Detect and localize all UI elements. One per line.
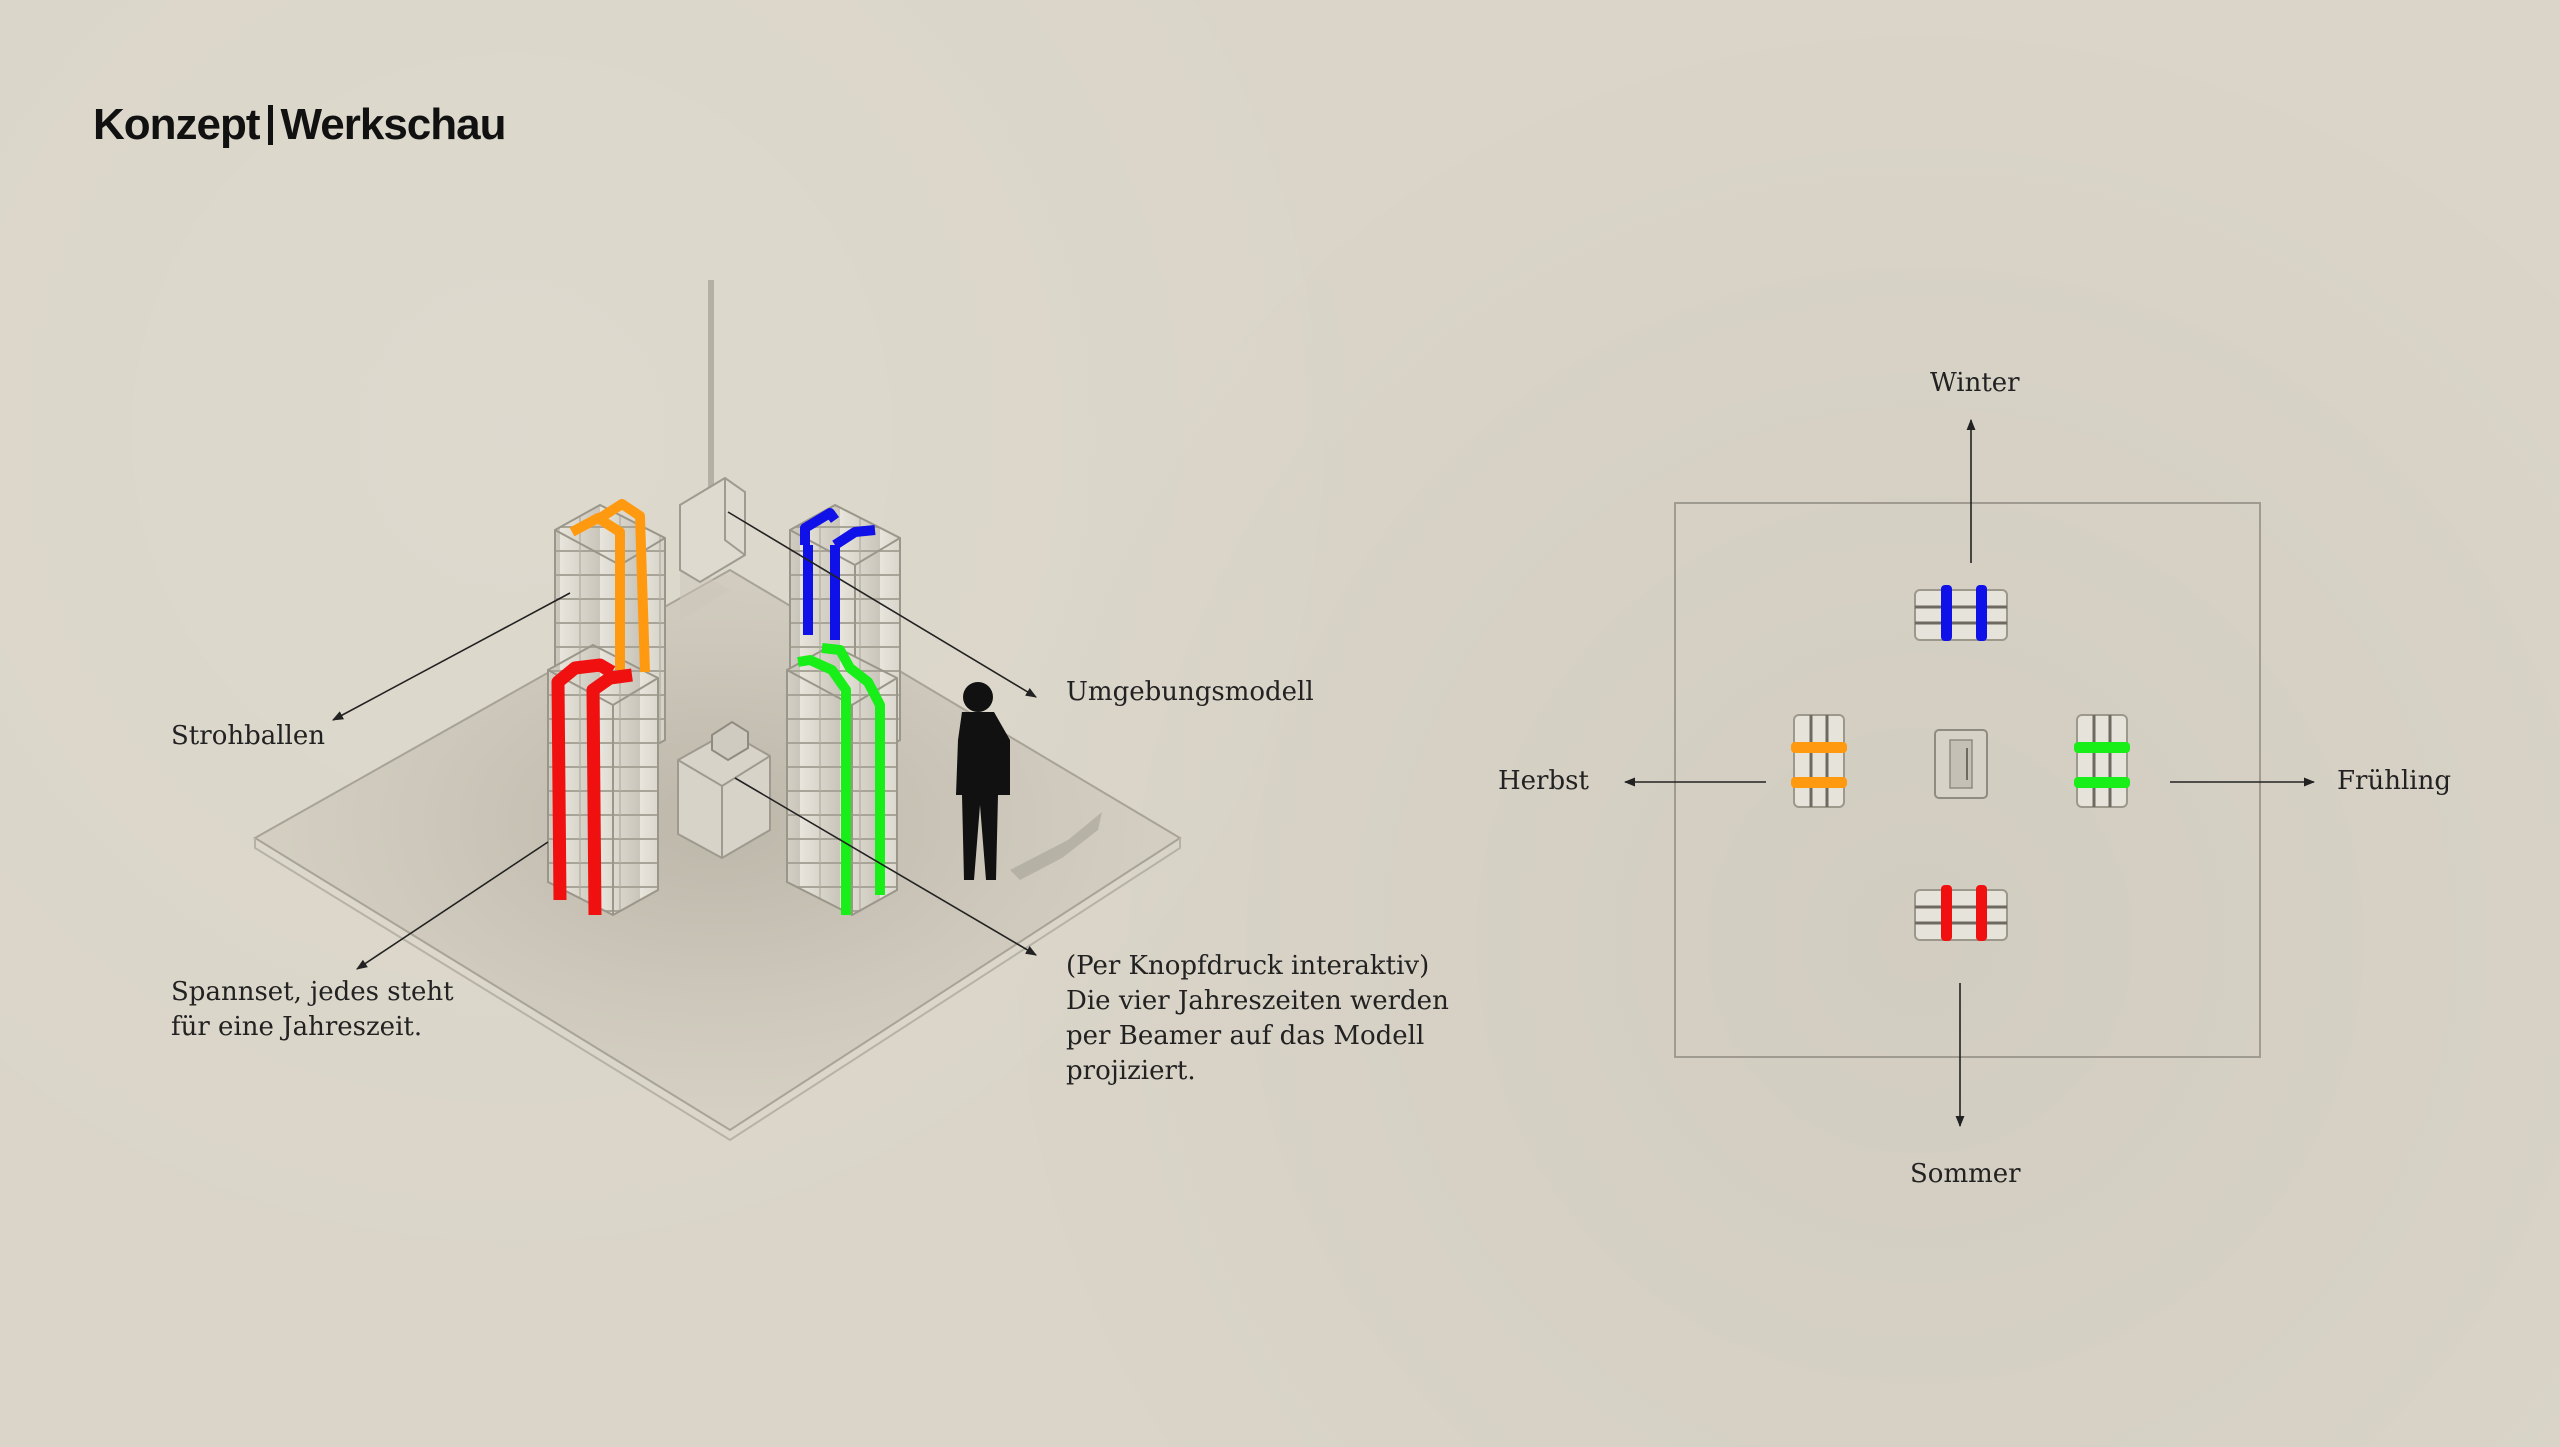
bale-stack-front-left bbox=[547, 643, 659, 917]
label-beamer-line4: projiziert. bbox=[1066, 1056, 1196, 1086]
leader-umgebungsmodell bbox=[727, 511, 1037, 698]
label-fruehling: Frühling bbox=[2337, 766, 2451, 796]
plan-bale-herbst bbox=[1791, 714, 1847, 808]
label-beamer-line3: per Beamer auf das Modell bbox=[1066, 1021, 1425, 1051]
plan-bale-sommer bbox=[1914, 885, 2008, 941]
beamer-projector bbox=[679, 280, 746, 584]
label-spannset: Spannset, jedes steht für eine Jahreszei… bbox=[171, 975, 454, 1045]
label-beamer-line2: Die vier Jahreszeiten werden bbox=[1066, 986, 1449, 1016]
plan-bale-fruehling bbox=[2074, 714, 2130, 808]
isometric-model bbox=[253, 280, 1182, 1142]
label-spannset-line1: Spannset, jedes steht bbox=[171, 977, 454, 1007]
plan-bale-winter bbox=[1914, 585, 2008, 641]
title-separator bbox=[267, 105, 273, 145]
label-beamer-line1: (Per Knopfdruck interaktiv) bbox=[1066, 951, 1430, 981]
plan-frame bbox=[1674, 502, 2261, 1058]
label-umgebungsmodell: Umgebungsmodell bbox=[1066, 677, 1314, 707]
label-beamer: (Per Knopfdruck interaktiv) Die vier Jah… bbox=[1066, 949, 1449, 1089]
label-winter: Winter bbox=[1930, 368, 2020, 398]
page-title-right: Werkschau bbox=[280, 100, 507, 149]
strap-fruehling bbox=[797, 643, 885, 915]
umgebungsmodell-object bbox=[677, 720, 771, 860]
label-sommer: Sommer bbox=[1910, 1159, 2021, 1189]
label-strohballen: Strohballen bbox=[171, 721, 325, 751]
leader-strohballen bbox=[332, 592, 571, 721]
label-herbst: Herbst bbox=[1498, 766, 1589, 796]
label-spannset-line2: für eine Jahreszeit. bbox=[171, 1012, 423, 1042]
strap-herbst bbox=[569, 499, 650, 673]
plan-center-model bbox=[1934, 729, 1988, 799]
page-title-left: Konzept bbox=[93, 100, 261, 149]
page-title: Konzept Werkschau bbox=[93, 100, 506, 150]
strap-sommer bbox=[551, 658, 633, 916]
plan-view bbox=[1623, 418, 2316, 1128]
leader-spannset bbox=[356, 841, 549, 970]
person-figure bbox=[956, 682, 1102, 880]
leader-beamer bbox=[734, 777, 1037, 956]
